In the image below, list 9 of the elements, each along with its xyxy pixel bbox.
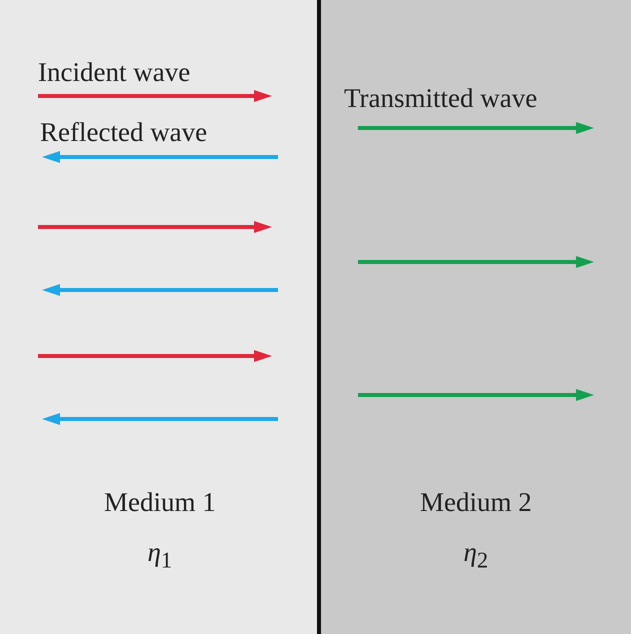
medium-label: Medium 2 bbox=[420, 488, 532, 518]
medium-region bbox=[0, 0, 318, 634]
impedance-symbol: η$_{1}$ bbox=[148, 538, 172, 574]
wave-label: Reflected wave bbox=[40, 118, 208, 148]
wave-label: Transmitted wave bbox=[344, 84, 538, 114]
impedance-symbol: η$_{2}$ bbox=[464, 538, 488, 574]
medium-region bbox=[321, 0, 631, 634]
wave-label: Incident wave bbox=[38, 58, 190, 88]
medium-label: Medium 1 bbox=[104, 488, 216, 518]
